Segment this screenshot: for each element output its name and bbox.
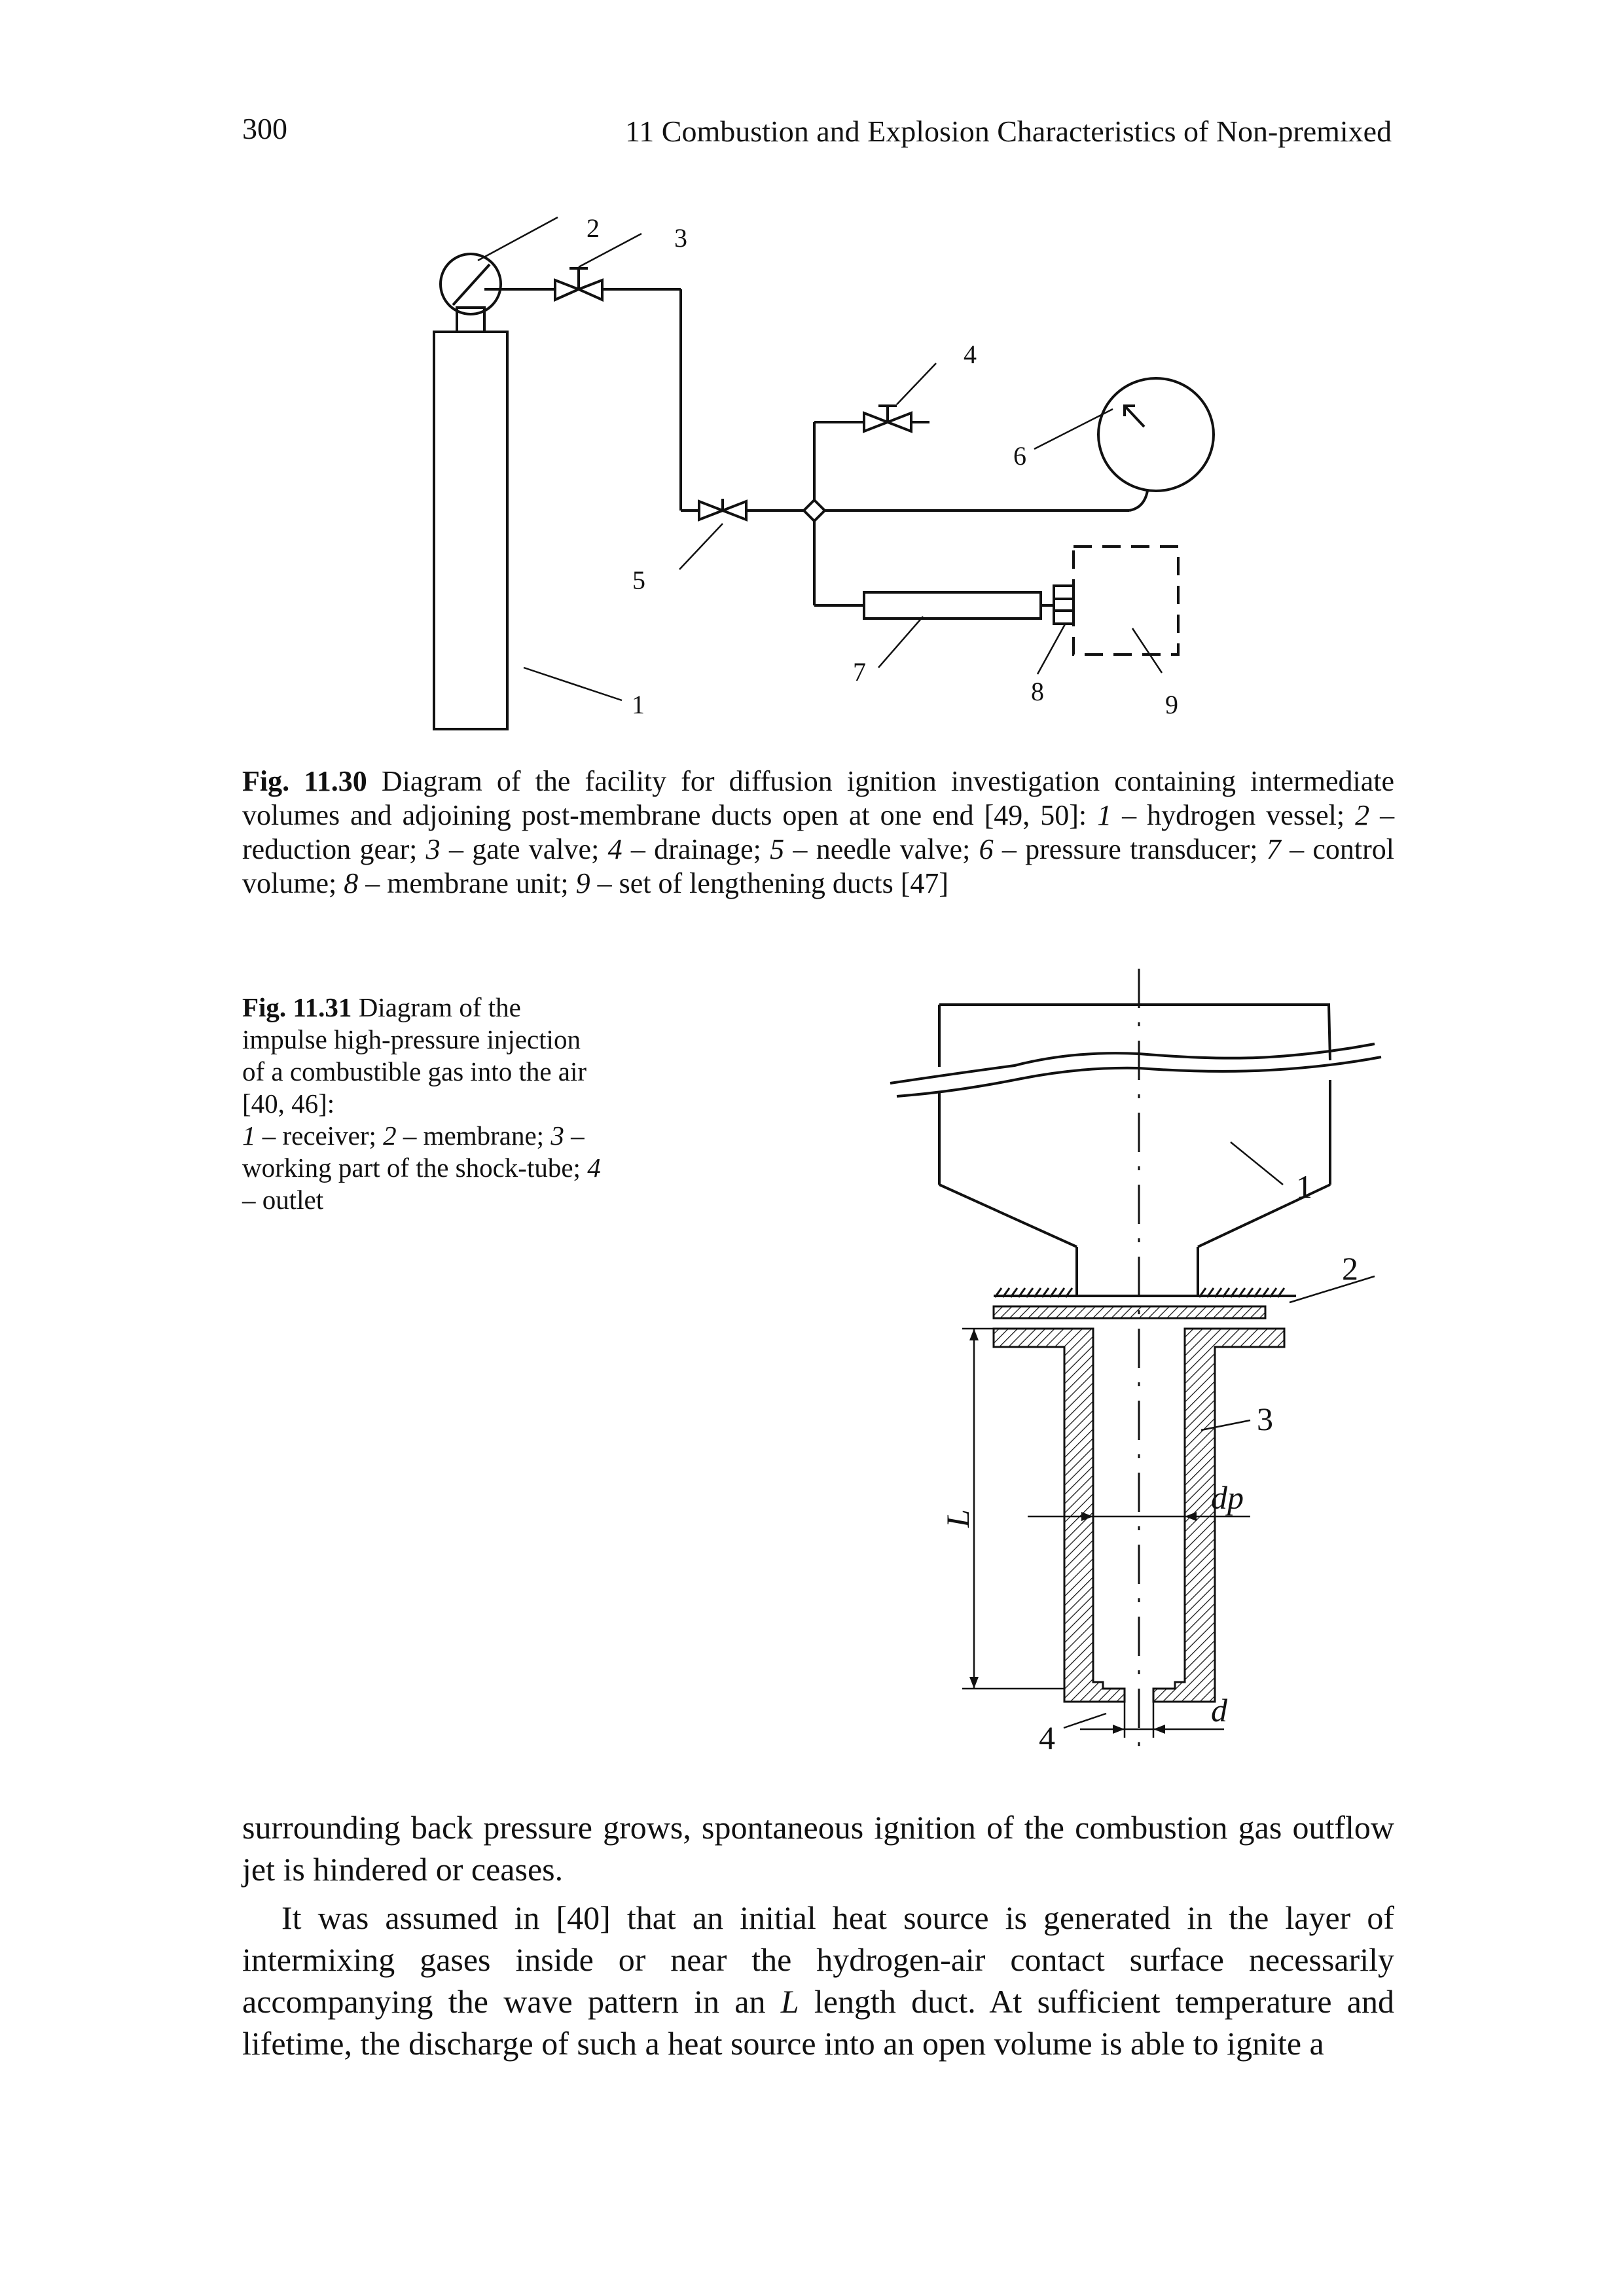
caption-item-text: – drainage; [630,833,761,865]
page-number: 300 [242,112,287,145]
leader-lines [477,216,1163,702]
caption-item-text: – set of lengthening ducts [47] [597,867,949,899]
paragraph: surrounding back pressure grows, spontan… [242,1809,1394,1888]
paragraph-italic: L [780,1983,799,2020]
paragraph-text: length duct. At sufficient temperature a… [242,1983,1394,2062]
figure-11-31-caption: Fig. 11.31 Diagram of the impulse high-p… [242,992,609,1216]
caption-item-text: – needle valve; [793,833,971,865]
chapter-title: 11 Combustion and Explosion Characterist… [625,115,1392,148]
needle-valve [698,499,727,522]
shock-tube-left-wall [992,1327,1126,1703]
caption-item-text: – outlet [242,1185,324,1215]
caption-item-text: – membrane; [403,1121,545,1151]
label-2: 2 [586,213,600,243]
caption-item-text: – control volume; [242,833,1394,899]
hydrogen-vessel [433,331,509,730]
junction [802,498,827,523]
caption-item-num: 2 [383,1121,397,1151]
label-dp: dp [1211,1479,1244,1516]
caption-item-num: 4 [607,833,623,865]
flange-hatch [994,1287,1286,1298]
body-text: surrounding back pressure grows, spontan… [242,1806,1394,2064]
paragraph-text: It was assumed in [40] that an initial h… [242,1899,1394,2020]
caption-item-num: 1 [1097,799,1112,831]
gate-valve [554,278,583,302]
label-3: 3 [674,223,687,253]
membrane [992,1305,1267,1319]
label-4: 4 [964,340,977,369]
label-6: 6 [1013,441,1026,471]
caption-item-num: 4 [587,1153,601,1183]
caption-intro: Diagram of the facility for diffusion ig… [242,765,1394,831]
caption-item-num: 2 [1355,799,1370,831]
label-3: 3 [1257,1401,1273,1437]
running-head: 300 11 Combustion and Explosion Characte… [242,111,1394,157]
caption-item-text: – receiver; [262,1121,376,1151]
reduction-gear [439,253,502,315]
figure-label: Fig. 11.31 [242,992,352,1022]
drainage-valve [863,411,892,433]
shock-tube-right-wall [1152,1327,1286,1703]
caption-item-text: – working part of the shock-tube; [242,1121,585,1183]
membrane-unit [1053,584,1075,625]
label-7: 7 [853,657,866,687]
caption-item-num: 1 [242,1121,256,1151]
caption-item-num: 3 [425,833,441,865]
caption-item-num: 6 [979,833,994,865]
caption-item-num: 9 [575,867,590,899]
figure-11-31: 1 2 3 4 L dp d [877,969,1401,1774]
caption-item-text: – gate valve; [448,833,600,865]
label-L: L [939,1509,976,1528]
label-8: 8 [1031,677,1044,706]
receiver [939,1003,1331,1061]
label-d: d [1211,1692,1228,1729]
figure-11-30-caption: Fig. 11.30 Diagram of the facility for d… [242,764,1394,901]
caption-item-num: 3 [550,1121,564,1151]
label-2: 2 [1342,1250,1358,1287]
caption-item-num: 7 [1266,833,1281,865]
shock-tube-diagram: 1 2 3 4 L dp d [890,969,1382,1761]
caption-intro: Diagram of the impulse high-pressure inj… [242,992,587,1119]
label-9: 9 [1165,690,1178,719]
label-1: 1 [632,690,645,719]
caption-item-num: 8 [344,867,359,899]
caption-item-text: – pressure transducer; [1001,833,1258,865]
label-5: 5 [632,565,645,595]
caption-item-text: – membrane unit; [365,867,569,899]
figure-11-30: 1 2 3 4 5 6 7 8 9 [406,196,1257,746]
facility-diagram: 1 2 3 4 5 6 7 8 9 [433,213,1215,730]
pressure-transducer [1097,377,1215,492]
caption-item-num: 5 [770,833,785,865]
caption-item-text: – hydrogen vessel; [1122,799,1345,831]
label-1: 1 [1296,1168,1312,1205]
lengthening-ducts-box [1072,545,1180,656]
figure-label: Fig. 11.30 [242,765,367,797]
control-volume [863,591,1042,620]
label-4: 4 [1039,1719,1055,1756]
paragraph: It was assumed in [40] that an initial h… [242,1897,1394,2064]
caption-item-text: – reduction gear; [242,799,1395,865]
